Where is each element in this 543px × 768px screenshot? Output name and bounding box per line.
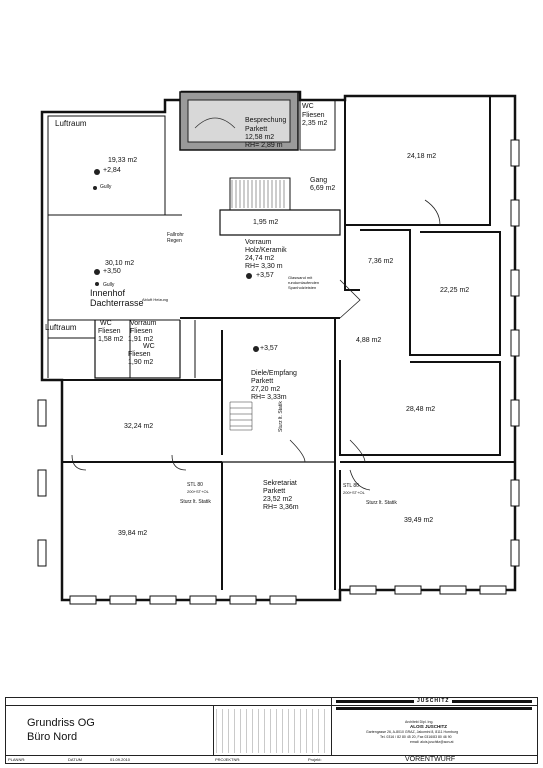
sturz-left-label: Sturz lt. Statik	[180, 499, 211, 505]
plannr-label: PLANNR:	[8, 757, 26, 762]
architect-mail: email: alois.juschitz@aon.at	[410, 740, 454, 744]
architect-address: Gartengasse 26, A-8010 GRAZ, Jakomini 8,…	[366, 730, 459, 734]
architect-tel: Tel. 0316 / 82 80 45 20, Fax 0316/83 80 …	[380, 735, 452, 739]
wc-left-floor: Fliesen	[98, 328, 121, 335]
abluft-label: Abluft Heizung	[142, 297, 169, 302]
vorraum-height: RH= 3,30 m	[245, 263, 283, 270]
besprechung-height: RH= 2,89 m	[245, 142, 283, 149]
vorraum-name: Vorraum	[245, 239, 272, 246]
architect-title: Architekt Dipl. Ing.	[405, 720, 434, 724]
windows	[37, 139, 520, 605]
walls	[40, 90, 517, 602]
sekretariat-height: RH= 3,36m	[263, 504, 299, 511]
room-4-88-label: 4,88 m2	[356, 337, 382, 344]
title-divider-a	[6, 705, 537, 706]
room-24-18-label: 24,18 m2	[407, 153, 437, 160]
wc-mid-name: WC	[143, 343, 155, 350]
room-28-48-label: 28,48 m2	[406, 406, 436, 413]
drawing-subtitle: Büro Nord	[27, 731, 78, 743]
wc-top-area: 2,35 m2	[302, 120, 328, 127]
luftraum-bottom-label: Luftraum	[45, 323, 77, 332]
vorraum-floor: Holz/Keramik	[245, 247, 287, 254]
sturz-mid-label: Sturz lt. Statik	[278, 401, 284, 432]
projekt-label: Projekt:	[308, 757, 322, 762]
stl-left-label: STL 80	[187, 482, 203, 488]
wc-mid-area: 1,90 m2	[128, 359, 154, 366]
besprechung-name: Besprechung	[245, 117, 287, 124]
innenhof-area-label: 30,10 m2	[105, 260, 135, 267]
stl-right-label: STL 80	[343, 483, 359, 489]
diele-area: 27,20 m2	[251, 386, 281, 393]
gang-area: 6,69 m2	[310, 185, 336, 192]
roof-level-label: +2,84	[103, 167, 121, 174]
stairs	[229, 180, 285, 431]
stage-label: VORENTWURF	[405, 756, 456, 763]
title-divider-d	[6, 755, 537, 756]
diele-floor: Parkett	[251, 378, 274, 385]
besprechung-area: 12,58 m2	[245, 134, 275, 141]
vorraum-small-name: Vorraum	[130, 320, 157, 327]
innenhof-level-label: +3,50	[103, 268, 121, 275]
diele-height: RH= 3,33m	[251, 394, 287, 401]
sekretariat-area: 23,52 m2	[263, 496, 293, 503]
datum-label: DATUM	[68, 757, 82, 762]
title-divider-b	[213, 706, 214, 756]
logo-mark: JUSCHITZ	[414, 698, 453, 704]
level-markers	[93, 169, 259, 352]
room-39-49-label: 39,49 m2	[404, 517, 434, 524]
title-divider-c	[331, 698, 332, 756]
architect-name: ALOIS JUSCHITZ	[410, 724, 448, 729]
room-32-24-label: 32,24 m2	[124, 423, 154, 430]
vorraum-level: +3,57	[256, 272, 274, 279]
room-39-84-label: 39,84 m2	[118, 530, 148, 537]
innenhof-name-label-2: Dachterrasse	[90, 298, 144, 308]
doors	[71, 199, 441, 491]
logo-bar-2	[336, 707, 532, 710]
wc-mid-floor: Fliesen	[128, 351, 151, 358]
stl-right-sub: 200+ST+OL	[343, 490, 365, 495]
vorraum-small-floor: Fliesen	[130, 328, 153, 335]
room-1-95-label: 1,95 m2	[253, 219, 279, 226]
drawing-title: Grundriss OG	[27, 717, 95, 729]
diele-level: +3,57	[260, 345, 278, 352]
roof-drain-label: Fallrohr Regen	[167, 232, 184, 244]
title-grid	[216, 709, 326, 753]
diele-name: Diele/Empfang	[251, 370, 297, 377]
roof-area-label: 19,33 m2	[108, 157, 138, 164]
luftraum-top-label: Luftraum	[55, 119, 87, 128]
besprechung-floor: Parkett	[245, 126, 268, 133]
gully-label: Gully	[100, 184, 112, 190]
sturz-right-label: Sturz lt. Statik	[366, 500, 397, 506]
vorraum-small-area: 1,91 m2	[128, 336, 154, 343]
glaswand-note: Glaswand mit rundumlaufenden Spanholzlei…	[288, 275, 320, 290]
innenhof-name-label: Innenhof	[90, 288, 126, 298]
vorraum-area: 24,74 m2	[245, 255, 275, 262]
wc-left-area: 1,58 m2	[98, 336, 124, 343]
wc-top-name: WC	[302, 103, 314, 110]
room-7-36-label: 7,36 m2	[368, 258, 394, 265]
title-block: JUSCHITZ	[5, 697, 538, 764]
gang-name: Gang	[310, 177, 328, 184]
wc-left-name: WC	[100, 320, 112, 327]
sekretariat-floor: Parkett	[263, 488, 286, 495]
room-22-25-label: 22,25 m2	[440, 287, 470, 294]
projektnr-label: PROJEKTNR:	[215, 757, 241, 762]
stl-left-sub: 200+ST+OL	[187, 489, 209, 494]
sekretariat-name: Sekretariat	[263, 480, 297, 487]
wc-top-floor: Fliesen	[302, 112, 325, 119]
gully-label-2: Gully	[103, 282, 115, 288]
datum-value: 01.09.2010	[110, 757, 131, 762]
